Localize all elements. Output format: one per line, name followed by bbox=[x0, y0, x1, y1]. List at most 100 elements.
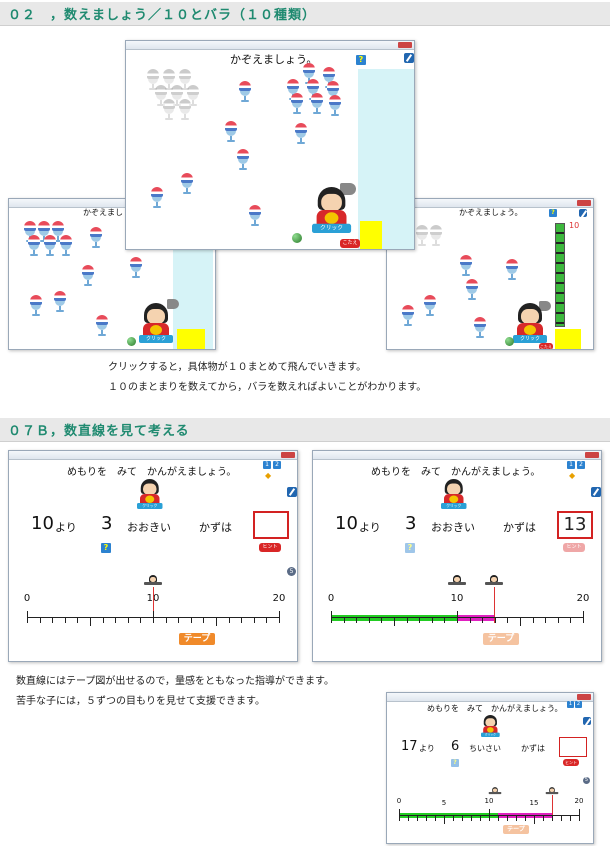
shaved-ice-icon[interactable] bbox=[29, 295, 43, 317]
character-kid[interactable]: クリック bbox=[441, 479, 467, 509]
shaved-ice-icon[interactable] bbox=[505, 259, 519, 281]
shaved-ice-icon[interactable] bbox=[465, 279, 479, 301]
axis-tick bbox=[253, 617, 255, 623]
shaved-ice-icon[interactable] bbox=[95, 315, 109, 337]
window-controls[interactable] bbox=[577, 200, 591, 206]
tape-button[interactable]: テープ bbox=[179, 633, 215, 645]
help-icon[interactable]: ? bbox=[405, 543, 415, 553]
shaved-ice-icon[interactable] bbox=[290, 93, 304, 115]
shaved-ice-icon[interactable] bbox=[294, 123, 308, 145]
level-1-button[interactable]: 1 bbox=[567, 701, 574, 708]
shaved-ice-icon[interactable] bbox=[129, 257, 143, 279]
shaved-ice-icon[interactable] bbox=[81, 265, 95, 287]
pen-icon[interactable] bbox=[591, 487, 601, 497]
help-icon[interactable]: ? bbox=[451, 759, 459, 767]
shaved-ice-icon[interactable] bbox=[459, 255, 473, 277]
pen-icon[interactable] bbox=[287, 487, 297, 497]
green-ball-icon[interactable] bbox=[505, 337, 514, 346]
shaved-ice-icon[interactable] bbox=[238, 81, 252, 103]
shaved-ice-icon[interactable] bbox=[180, 173, 194, 195]
answer-input[interactable] bbox=[559, 737, 587, 757]
green-ball-icon[interactable] bbox=[127, 337, 136, 346]
window-controls[interactable] bbox=[398, 42, 412, 48]
answer-button[interactable]: こたえ bbox=[539, 343, 553, 349]
character-kid[interactable]: クリック bbox=[139, 303, 173, 343]
window-titlebar[interactable] bbox=[9, 451, 297, 460]
shaved-ice-icon[interactable] bbox=[53, 291, 67, 313]
section-title: ０２ ，数えましょう／１０とバラ（１０種類） bbox=[8, 8, 317, 23]
shaved-ice-icon[interactable] bbox=[473, 317, 487, 339]
shaved-ice-icon[interactable] bbox=[51, 221, 65, 243]
level-1-button[interactable]: 1 bbox=[567, 461, 575, 469]
section-header-07b: ０７Ｂ，数直線を見て考える bbox=[0, 418, 610, 442]
shaved-ice-icon[interactable] bbox=[248, 205, 262, 227]
window-controls[interactable] bbox=[577, 694, 591, 700]
position-marker[interactable] bbox=[545, 787, 559, 797]
position-marker[interactable] bbox=[144, 575, 162, 589]
shaved-ice-icon[interactable] bbox=[59, 235, 73, 257]
shaved-ice-icon[interactable] bbox=[310, 93, 324, 115]
pen-icon[interactable] bbox=[579, 209, 587, 217]
level-1-button[interactable]: 1 bbox=[263, 461, 271, 469]
numberline-window-1: めもりを みて かんがえましょう。 1 2 ◆ クリック 10 より 3 おおき… bbox=[8, 450, 298, 662]
shaved-ice-icon[interactable] bbox=[401, 305, 415, 327]
shaved-ice-icon[interactable] bbox=[43, 235, 57, 257]
shaved-ice-icon[interactable] bbox=[328, 95, 342, 117]
axis-tick bbox=[331, 611, 332, 623]
hint-button[interactable]: ヒント bbox=[259, 543, 281, 552]
scale-5-button[interactable]: 5 bbox=[583, 777, 590, 784]
pen-icon[interactable] bbox=[404, 53, 414, 63]
section-title: ０７Ｂ，数直線を見て考える bbox=[8, 424, 190, 439]
axis-tick bbox=[557, 617, 559, 623]
hint-button[interactable]: ヒント bbox=[563, 759, 579, 766]
tape-button[interactable]: テープ bbox=[503, 825, 529, 834]
lightbulb-icon[interactable]: ◆ bbox=[569, 471, 576, 480]
axis-label-15: 15 bbox=[529, 799, 539, 807]
axis-tick bbox=[381, 617, 383, 623]
window-controls[interactable] bbox=[281, 452, 295, 458]
axis-tick bbox=[77, 617, 79, 623]
shaved-ice-icon[interactable] bbox=[89, 227, 103, 249]
hint-button[interactable]: ヒント bbox=[563, 543, 585, 552]
shaved-ice-icon bbox=[429, 225, 443, 247]
window-controls[interactable] bbox=[585, 452, 599, 458]
axis-tick bbox=[462, 815, 463, 821]
position-marker[interactable] bbox=[488, 787, 502, 797]
character-kid[interactable]: クリック bbox=[137, 479, 163, 509]
help-icon[interactable]: ? bbox=[356, 55, 366, 65]
window-titlebar[interactable] bbox=[126, 41, 414, 50]
shaved-ice-icon[interactable] bbox=[423, 295, 437, 317]
axis-tick bbox=[115, 617, 117, 623]
shaved-ice-icon[interactable] bbox=[27, 235, 41, 257]
axis-tick bbox=[190, 617, 192, 623]
lightbulb-icon[interactable]: ◆ bbox=[265, 471, 272, 480]
axis-tick bbox=[127, 617, 129, 623]
level-2-button[interactable]: 2 bbox=[273, 461, 281, 469]
character-kid[interactable]: クリック bbox=[312, 187, 352, 233]
scale-5-button[interactable]: 5 bbox=[287, 567, 296, 576]
window-titlebar[interactable] bbox=[313, 451, 601, 460]
axis-label-0: 0 bbox=[23, 593, 31, 604]
level-2-button[interactable]: 2 bbox=[577, 461, 585, 469]
position-marker[interactable] bbox=[485, 575, 503, 589]
character-kid[interactable]: クリック bbox=[481, 715, 500, 737]
help-icon[interactable]: ? bbox=[549, 209, 557, 217]
position-marker[interactable] bbox=[448, 575, 466, 589]
character-kid[interactable]: クリック bbox=[513, 303, 547, 343]
help-icon[interactable]: ? bbox=[101, 543, 111, 553]
green-ball-icon[interactable] bbox=[292, 233, 302, 243]
window-titlebar[interactable] bbox=[387, 199, 593, 208]
answer-input[interactable]: 13 bbox=[557, 511, 593, 539]
shaved-ice-icon[interactable] bbox=[236, 149, 250, 171]
drop-zone bbox=[177, 329, 205, 349]
pen-icon[interactable] bbox=[583, 717, 591, 725]
window-titlebar[interactable] bbox=[387, 693, 593, 702]
level-2-button[interactable]: 2 bbox=[575, 701, 582, 708]
answer-button[interactable]: こたえ bbox=[340, 239, 360, 248]
answer-input[interactable] bbox=[253, 511, 289, 539]
shaved-ice-icon bbox=[162, 69, 176, 91]
tape-button[interactable]: テープ bbox=[483, 633, 519, 645]
marker-line bbox=[153, 587, 154, 623]
shaved-ice-icon[interactable] bbox=[224, 121, 238, 143]
shaved-ice-icon[interactable] bbox=[150, 187, 164, 209]
